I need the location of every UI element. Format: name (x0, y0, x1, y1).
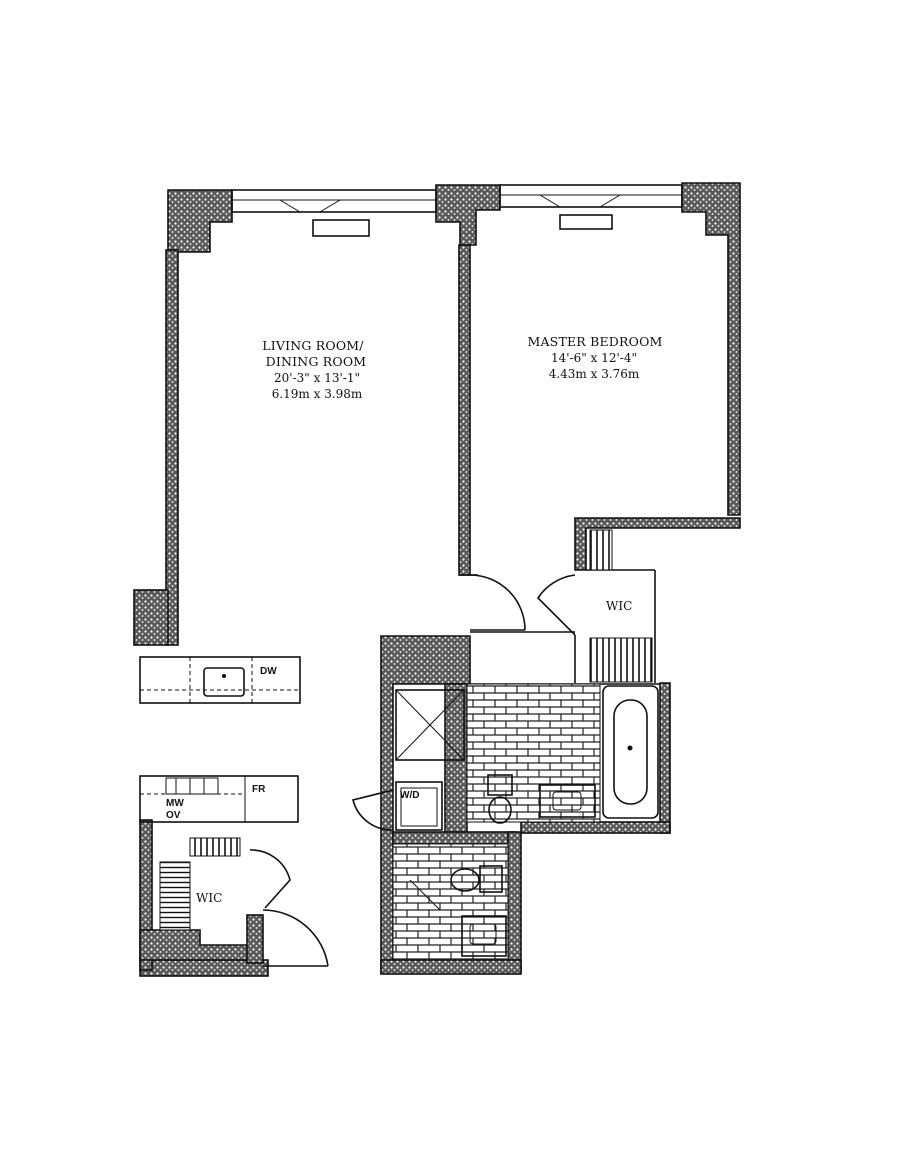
washer-dryer (395, 781, 443, 831)
living-room-dim-metric: 6.19m x 3.98m (272, 387, 363, 401)
toilet-second (450, 868, 480, 892)
second-bath-floor (392, 843, 509, 961)
wd-door-swing (352, 789, 394, 831)
walls (133, 182, 741, 977)
bedroom-radiator (559, 214, 613, 230)
microwave-label: MW (166, 798, 184, 809)
living-radiator (312, 219, 370, 237)
living-room-label: LIVING ROOM/ DINING ROOM 20'-3" x 13'-1"… (262, 338, 366, 401)
bedroom-name: MASTER BEDROOM (527, 334, 662, 349)
bathtub (602, 685, 659, 819)
living-room-dim-imperial: 20'-3" x 13'-1" (274, 371, 360, 385)
bedroom-dim-metric: 4.43m x 3.76m (549, 367, 640, 381)
master-bedroom-label: MASTER BEDROOM 14'-6" x 12'-4" 4.43m x 3… (527, 334, 662, 381)
closets (159, 529, 653, 931)
wic-door-swing (536, 574, 576, 636)
fridge-label: FR (252, 784, 266, 795)
entry-wic-door-swing (249, 849, 291, 909)
bedroom-door-swing (469, 574, 526, 631)
bedroom-dim-imperial: 14'-6" x 12'-4" (551, 351, 637, 365)
kitchen-island (139, 656, 301, 704)
bathrooms (392, 683, 659, 961)
vanity-master (539, 784, 596, 818)
dishwasher-label: DW (260, 666, 277, 677)
master-bath-floor (466, 683, 601, 823)
sink (203, 667, 245, 697)
entry-closet-label: WIC (196, 891, 222, 905)
kitchen-counter (139, 775, 299, 823)
oven-label: OV (166, 810, 181, 821)
entry-door-swing (262, 909, 329, 967)
living-room-name-1: LIVING ROOM/ (262, 338, 364, 353)
washer-dryer-label: W/D (400, 790, 419, 801)
vanity-second (461, 915, 507, 957)
toilet-master (488, 796, 512, 824)
kitchen (139, 656, 301, 823)
bedroom-closet-label: WIC (606, 599, 632, 613)
living-room-name-2: DINING ROOM (266, 354, 367, 369)
shower (395, 689, 465, 761)
cooktop (165, 777, 219, 795)
window-wall (231, 184, 683, 237)
